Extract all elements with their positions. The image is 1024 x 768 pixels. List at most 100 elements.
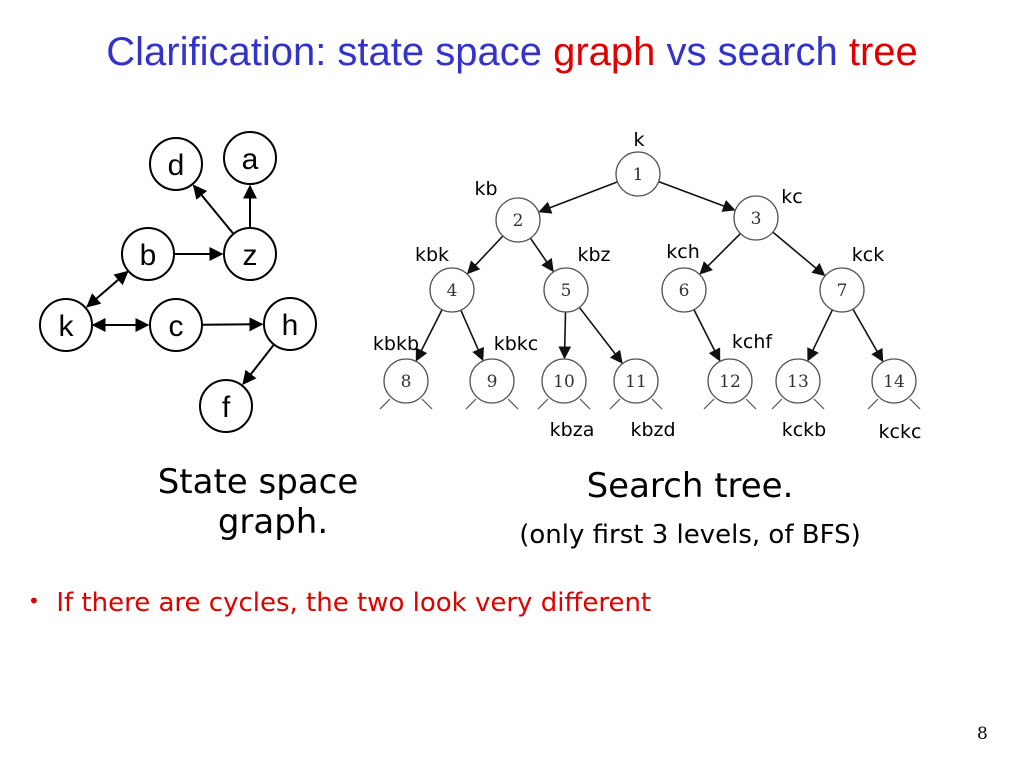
graph-node-a: a <box>223 131 277 185</box>
tree-node-10: 10 <box>541 358 587 404</box>
tree-node-8: 8 <box>383 358 429 404</box>
tree-node-2: 2 <box>495 197 541 243</box>
tree-edge-7-14 <box>852 308 884 363</box>
tree-node-12: 12 <box>707 358 753 404</box>
tree-path-label-3: kc <box>781 186 802 208</box>
tree-node-circle-12 <box>707 358 753 404</box>
tree-stub-13 <box>813 398 825 410</box>
graph-node-label-f: f <box>222 391 231 424</box>
tree-node-circle-2 <box>495 197 541 243</box>
tree-path-label-4: kbk <box>415 244 449 266</box>
tree-node-number-11: 11 <box>625 372 647 392</box>
tree-node-7: 7 <box>819 267 865 313</box>
graph-node-label-h: h <box>282 309 299 342</box>
tree-node-number-2: 2 <box>513 211 524 231</box>
tree-path-label-13: kckb <box>782 419 827 441</box>
tree-path-label-9: kbkc <box>494 333 539 355</box>
tree-caption-line2: (only first 3 levels, of BFS) <box>519 520 861 550</box>
tree-node-9: 9 <box>469 358 515 404</box>
tree-edge-3-6 <box>699 232 742 275</box>
graph-node-label-c: c <box>169 310 184 343</box>
graph-node-circle-k <box>39 298 93 352</box>
tree-path-label-12: kchf <box>732 331 773 353</box>
graph-node-circle-b <box>121 227 175 281</box>
tree-node-number-9: 9 <box>487 372 498 392</box>
graph-node-circle-c <box>149 298 203 352</box>
tree-stub-11 <box>609 398 621 410</box>
tree-node-6: 6 <box>661 267 707 313</box>
bullet-dot: • <box>28 589 40 613</box>
graph-edges <box>86 184 275 386</box>
graph-node-label-z: z <box>243 239 258 272</box>
tree-node-13: 13 <box>775 358 821 404</box>
graph-node-d: d <box>149 137 203 191</box>
graph-node-c: c <box>149 298 203 352</box>
tree-path-label-6: kch <box>666 241 700 263</box>
tree-node-number-3: 3 <box>751 209 762 229</box>
graph-node-f: f <box>199 379 253 433</box>
tree-edge-1-2 <box>538 181 618 214</box>
graph-caption-line1: State space <box>157 462 359 502</box>
tree-path-label-5: kbz <box>577 244 610 266</box>
tree-node-circle-13 <box>775 358 821 404</box>
tree-node-circle-8 <box>383 358 429 404</box>
tree-edges <box>415 180 884 364</box>
tree-stub-10 <box>537 398 549 410</box>
tree-path-label-2: kb <box>474 178 497 200</box>
tree-node-14: 14 <box>871 358 917 404</box>
tree-node-circle-4 <box>429 267 475 313</box>
tree-node-circle-14 <box>871 358 917 404</box>
tree-node-number-10: 10 <box>553 372 575 392</box>
page-number: 8 <box>977 724 988 744</box>
tree-edge-5-11 <box>578 306 623 364</box>
graph-node-z: z <box>223 227 277 281</box>
tree-node-circle-1 <box>615 151 661 197</box>
graph-node-h: h <box>263 297 317 351</box>
tree-stub-10 <box>579 398 591 410</box>
graph-node-circle-z <box>223 227 277 281</box>
tree-path-label-8: kbkb <box>373 333 419 355</box>
graph-node-k: k <box>39 298 93 352</box>
tree-edge-5-10 <box>558 311 572 360</box>
tree-node-number-8: 8 <box>401 372 412 392</box>
tree-stub-9 <box>465 398 477 410</box>
tree-node-circle-11 <box>613 358 659 404</box>
tree-leaf-stubs <box>379 398 921 410</box>
tree-path-label-7: kck <box>852 244 884 266</box>
graph-node-label-b: b <box>140 239 157 272</box>
tree-stub-13 <box>771 398 783 410</box>
graph-node-circle-h <box>263 297 317 351</box>
tree-caption: Search tree. (only first 3 levels, of BF… <box>440 466 940 552</box>
tree-edge-4-8 <box>415 309 443 362</box>
tree-node-circle-5 <box>543 267 589 313</box>
tree-caption-line1: Search tree. <box>586 466 794 506</box>
tree-stub-9 <box>507 398 519 410</box>
tree-node-number-5: 5 <box>561 281 572 301</box>
tree-node-number-1: 1 <box>633 165 644 185</box>
tree-node-number-13: 13 <box>787 372 809 392</box>
graph-node-label-d: d <box>168 149 185 182</box>
tree-node-circle-10 <box>541 358 587 404</box>
title-part-tree: tree <box>848 30 918 74</box>
graph-nodes: d a b z k c h f <box>39 131 317 433</box>
tree-node-number-12: 12 <box>719 372 741 392</box>
tree-path-label-11: kbzd <box>630 419 675 441</box>
tree-edge-3-7 <box>772 231 826 277</box>
tree-node-11: 11 <box>613 358 659 404</box>
bullet-text: If there are cycles, the two look very d… <box>56 588 652 618</box>
tree-stub-12 <box>745 398 757 410</box>
tree-node-circle-3 <box>733 195 779 241</box>
title-part-1: Clarification: state space <box>106 30 554 74</box>
tree-node-1: 1 <box>615 151 661 197</box>
tree-edge-1-3 <box>658 180 736 212</box>
tree-edge-6-12 <box>693 309 721 362</box>
graph-caption-line2: graph. <box>217 502 329 542</box>
tree-stub-14 <box>909 398 921 410</box>
tree-node-number-14: 14 <box>883 372 905 392</box>
graph-node-label-k: k <box>59 310 75 343</box>
graph-node-label-a: a <box>242 143 259 176</box>
tree-node-circle-6 <box>661 267 707 313</box>
